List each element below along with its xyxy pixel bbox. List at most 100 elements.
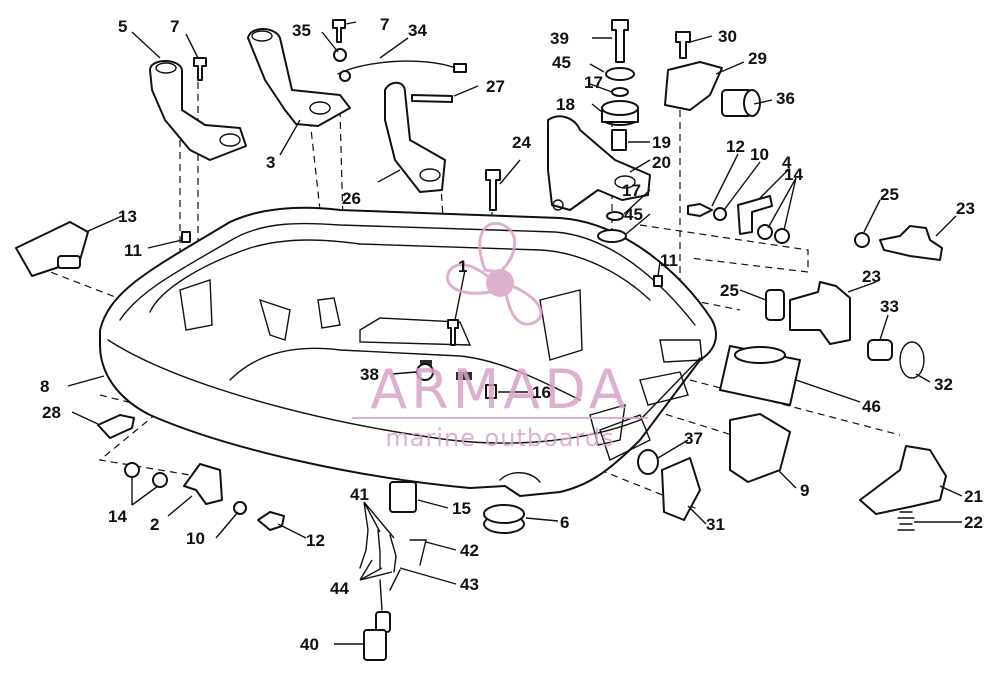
callout-label: 17	[622, 181, 641, 200]
screw-12-right	[687, 203, 713, 217]
callout-label: 5	[118, 17, 127, 36]
callout-label: 24	[512, 133, 531, 152]
grommet-37	[637, 449, 659, 475]
callout-label: 46	[862, 397, 881, 416]
washer-10-left	[233, 501, 247, 515]
ground-wire-terminal	[453, 63, 467, 73]
callout-label: 2	[150, 515, 159, 534]
cap-33	[867, 339, 893, 361]
wire-eyelet	[339, 70, 351, 82]
callout-label: 22	[964, 513, 983, 532]
brand-watermark: ARMADA marine outboards	[352, 222, 648, 452]
callout-label: 38	[360, 365, 379, 384]
callout-label: 6	[560, 513, 569, 532]
callout-label: 42	[460, 541, 479, 560]
callout-label: 10	[186, 529, 205, 548]
callout-label: 15	[452, 499, 471, 518]
mount-bracket-center	[247, 28, 351, 127]
sleeve-36	[721, 89, 761, 117]
callout-label: 23	[862, 267, 881, 286]
star-washer	[333, 48, 347, 62]
lower-motor-cover-pan	[99, 206, 717, 497]
callout-label: 14	[784, 165, 803, 184]
fitting-23-mid	[789, 281, 851, 345]
callout-labels: 1 2 3 4 5 6 7 7 8 9 10 10 11 11 12 12 13…	[40, 15, 983, 654]
screw-7-left	[193, 57, 207, 81]
callout-label: 4	[782, 153, 792, 172]
clamp-4	[737, 195, 773, 235]
gasket-25-top	[854, 232, 870, 248]
propeller-logo-icon	[446, 222, 543, 326]
bracket-21	[859, 445, 947, 515]
callout-label: 11	[660, 251, 678, 270]
callout-label: 11	[124, 241, 142, 260]
callout-label: 40	[300, 635, 319, 654]
callout-label: 8	[40, 377, 49, 396]
callout-label: 30	[718, 27, 737, 46]
watermark-brand: ARMADA	[370, 358, 630, 421]
spring-22	[897, 511, 915, 531]
nut-17-top	[611, 87, 629, 97]
gasket-25-mid	[765, 289, 785, 321]
callout-label: 26	[342, 189, 361, 208]
callout-label: 37	[684, 429, 703, 448]
callout-label: 44	[330, 579, 349, 598]
clamp-2	[183, 463, 223, 505]
callout-label: 35	[292, 21, 311, 40]
rubber-grommet-18	[601, 100, 639, 126]
callout-label: 7	[170, 17, 179, 36]
block-15	[389, 481, 417, 513]
terminal-block-40	[363, 629, 387, 661]
callout-label: 31	[706, 515, 725, 534]
mount-bracket-left	[149, 60, 247, 161]
screw-7-top	[332, 19, 346, 43]
callout-label: 34	[408, 21, 427, 40]
callout-label: 18	[556, 95, 575, 114]
callout-label: 45	[624, 205, 643, 224]
callout-label: 20	[652, 153, 671, 172]
sleeve-19	[611, 129, 627, 151]
bolt-39	[611, 19, 629, 63]
callout-label: 43	[460, 575, 479, 594]
callout-label: 33	[880, 297, 899, 316]
callout-label: 21	[964, 487, 983, 506]
tube-46	[719, 345, 801, 406]
callout-label: 25	[720, 281, 739, 300]
washer-14-right-b	[774, 228, 790, 244]
washer-45-lower	[597, 229, 627, 243]
callout-label: 39	[550, 29, 569, 48]
clamp-ring-32	[899, 341, 925, 379]
screw-27	[411, 94, 453, 103]
callout-label: 3	[266, 153, 275, 172]
washer-14-right-a	[757, 224, 773, 240]
callout-label: 17	[584, 73, 603, 92]
washer-10-right	[713, 207, 727, 221]
leader-lines	[67, 21, 963, 645]
grommet-38	[416, 363, 434, 381]
callout-label: 13	[118, 207, 137, 226]
callout-label: 23	[956, 199, 975, 218]
callout-label: 41	[350, 485, 369, 504]
screw-16	[485, 384, 497, 399]
ground-wire	[337, 60, 457, 75]
mount-bracket-right	[384, 81, 446, 193]
callout-label: 45	[552, 53, 571, 72]
connector-13	[15, 221, 89, 277]
callout-label: 12	[726, 137, 745, 156]
callout-label: 19	[652, 133, 671, 152]
callout-label: 10	[750, 145, 769, 164]
callout-label: 32	[934, 375, 953, 394]
callout-label: 36	[776, 89, 795, 108]
washer-14-left-a	[124, 462, 140, 478]
callout-label: 27	[486, 77, 505, 96]
callout-label: 28	[42, 403, 61, 422]
clip-29	[664, 61, 723, 111]
callout-label: 9	[800, 481, 809, 500]
screw-30	[675, 31, 691, 59]
screw-11-left	[181, 231, 191, 243]
callout-label: 25	[880, 185, 899, 204]
nut-17-lower	[606, 211, 624, 221]
callout-label: 29	[748, 49, 767, 68]
watermark-tagline: marine outboards	[385, 424, 614, 452]
